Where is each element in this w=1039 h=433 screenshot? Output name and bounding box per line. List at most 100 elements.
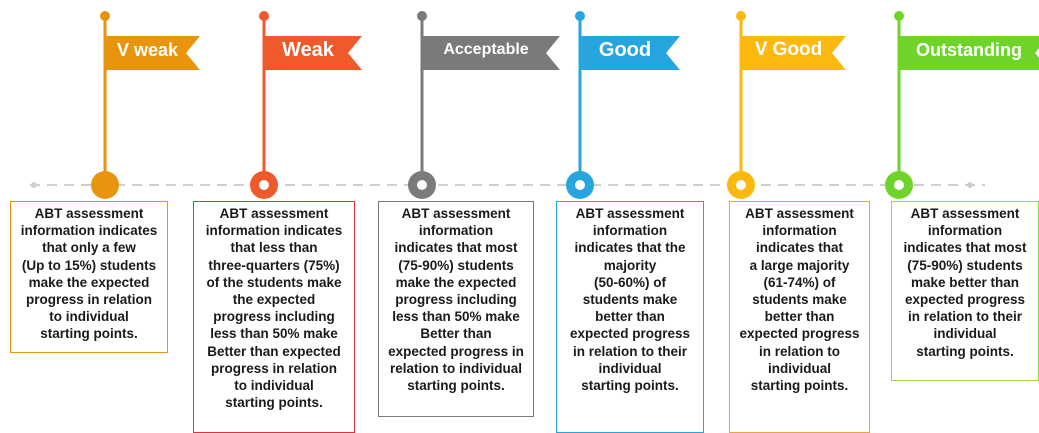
flag-label: Good — [598, 39, 652, 61]
timeline-marker-center — [417, 180, 427, 190]
description-line: progress in relation — [25, 292, 153, 308]
description-line: the expected — [232, 292, 316, 308]
level-marker — [885, 11, 1039, 199]
description-line: (61-74%) of — [763, 274, 836, 290]
description-line: individual — [598, 360, 662, 376]
description-line: expected progress — [904, 292, 1026, 308]
description-line: (Up to 15%) students — [21, 257, 157, 273]
description-line: students make — [582, 292, 678, 308]
description-line: progress in relation — [210, 360, 338, 376]
description-line: starting points. — [407, 378, 505, 394]
flag-label: V Good — [754, 39, 823, 60]
timeline-start-dot — [31, 182, 37, 188]
description-line: expected progress in — [388, 343, 524, 359]
description-line: ABT assessment — [745, 206, 854, 221]
description-line: Better than expected — [207, 343, 341, 359]
flag-banner — [580, 36, 680, 70]
flag-pole-knob — [894, 11, 904, 21]
description-line: in relation to their — [907, 309, 1022, 325]
description-line: better than — [764, 309, 835, 325]
description-line: information — [418, 223, 494, 239]
description-line: individual — [767, 360, 831, 376]
description-line: make the expected — [28, 274, 150, 290]
level-marker — [727, 11, 846, 199]
description-line: expected progress — [569, 326, 691, 342]
description-line: ABT assessment — [34, 206, 144, 221]
description-line: information indicates — [20, 223, 158, 239]
description-line: Better than — [420, 326, 492, 342]
description-line: to individual — [234, 378, 314, 394]
description-line: indicates that the — [574, 240, 686, 256]
description-line: individual — [933, 326, 997, 342]
timeline-marker-center — [259, 180, 269, 190]
description-line: indicates that — [755, 240, 844, 256]
flag-pole-knob — [259, 11, 269, 21]
timeline-marker-center — [575, 180, 585, 190]
description-line: in relation to — [759, 343, 840, 359]
description-line: to individual — [49, 309, 129, 325]
description-line: better than — [595, 309, 665, 325]
timeline-marker — [91, 171, 119, 199]
description-line: starting points. — [225, 395, 323, 411]
flag-label: V weak — [116, 40, 179, 60]
level-marker — [250, 11, 362, 199]
level-marker — [566, 11, 680, 199]
description-line: of the students make — [206, 274, 342, 290]
description-line: in relation to their — [572, 343, 687, 359]
description-line: majority — [603, 257, 657, 273]
description-line: ABT assessment — [401, 206, 511, 221]
timeline-end-dot — [967, 182, 973, 188]
flag-banner — [899, 36, 1039, 70]
timeline-marker-center — [736, 180, 746, 190]
description-line: ABT assessment — [910, 206, 1020, 221]
description-line: progress including — [213, 309, 335, 325]
description-line: make the expected — [395, 274, 517, 290]
description-line: information indicates — [205, 223, 343, 239]
level-marker — [408, 11, 560, 199]
flag-banner — [422, 36, 560, 70]
flag-pole-knob — [100, 11, 110, 21]
description-line: make better than — [910, 274, 1020, 290]
description-line: starting points. — [40, 326, 138, 342]
description-line: less than 50% make — [210, 326, 338, 342]
flag-banner — [741, 36, 846, 70]
description-line: students make — [752, 292, 847, 308]
description-line: information — [927, 223, 1003, 239]
description-line: ABT assessment — [219, 206, 329, 221]
description-line: starting points. — [581, 378, 679, 394]
description-line: indicates that most — [394, 240, 518, 256]
flag-banner — [264, 36, 362, 70]
flags-layer — [91, 11, 1039, 199]
flag-label: Acceptable — [443, 41, 529, 58]
description-line: a large majority — [749, 257, 850, 273]
description-line: ABT assessment — [575, 206, 685, 221]
flag-pole-knob — [575, 11, 585, 21]
description-line: that only a few — [42, 240, 136, 256]
level-marker — [91, 11, 200, 199]
description-line: progress including — [395, 292, 517, 308]
description-line: information — [762, 223, 837, 239]
description-line: relation to individual — [389, 360, 522, 376]
description-line: (75-90%) students — [398, 257, 514, 273]
description-line: that less than — [230, 240, 318, 256]
description-line: information — [592, 223, 668, 239]
description-line: starting points. — [750, 378, 849, 394]
flag-pole-knob — [417, 11, 427, 21]
flag-label: Weak — [282, 39, 334, 61]
description-line: (75-90%) students — [907, 257, 1023, 273]
description-line: less than 50% make — [392, 309, 520, 325]
description-line: starting points. — [916, 343, 1014, 359]
description-line: expected progress — [739, 326, 860, 342]
flag-label: Outstanding — [916, 40, 1022, 60]
flag-pole-knob — [736, 11, 746, 21]
description-line: indicates that most — [903, 240, 1027, 256]
timeline — [30, 182, 985, 188]
description-line: three-quarters (75%) — [208, 257, 340, 273]
